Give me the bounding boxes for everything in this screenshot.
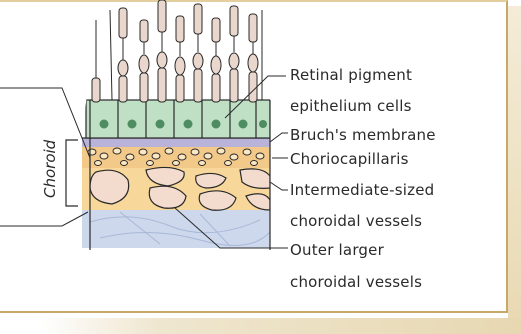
label-choroid: Choroid [41, 140, 59, 198]
label-intermediate-line2: choroidal vessels [290, 212, 422, 230]
label-outer-line2: choroidal vessels [290, 273, 422, 291]
tissue-block [82, 0, 272, 250]
photoreceptors [92, 0, 258, 102]
choroid-bracket [66, 140, 78, 206]
label-bruchs-membrane: Bruch's membrane [290, 126, 436, 144]
bruchs-membrane-layer [82, 138, 272, 147]
label-rpe-line1: Retinal pigment [290, 66, 412, 84]
rpe-cells [86, 100, 270, 138]
label-outer-line1: Outer larger [290, 241, 384, 259]
label-rpe-line2: epithelium cells [290, 97, 412, 115]
label-intermediate-line1: Intermediate-sized [290, 181, 434, 199]
label-choriocapillaris: Choriocapillaris [290, 150, 409, 168]
